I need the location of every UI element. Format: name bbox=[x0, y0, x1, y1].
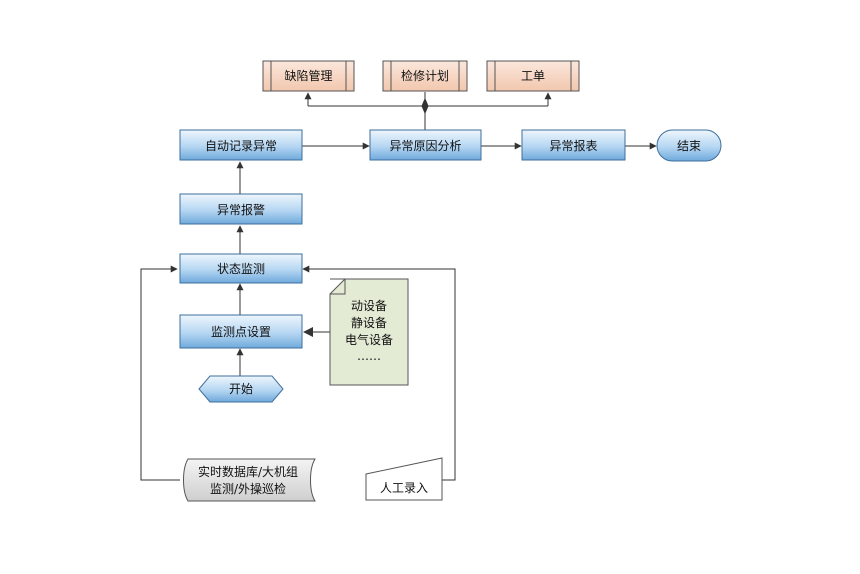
realtime-database-line2: 监测/外操巡检 bbox=[210, 481, 286, 496]
cause-analysis-box: 异常原因分析 bbox=[369, 129, 482, 161]
monitor-point-setup-box: 监测点设置 bbox=[179, 314, 303, 349]
work-order-box: 工单 bbox=[486, 60, 580, 92]
manual-entry-label: 人工录入 bbox=[380, 481, 428, 495]
defect-management-label: 缺陷管理 bbox=[284, 68, 332, 83]
status-monitor-box: 状态监测 bbox=[179, 253, 303, 284]
anomaly-report-box: 异常报表 bbox=[521, 129, 626, 161]
end-terminator: 结束 bbox=[656, 129, 722, 162]
maintenance-plan-box: 检修计划 bbox=[382, 60, 468, 92]
note-line-ellipsis: …… bbox=[357, 349, 381, 363]
note-line-static-equipment: 静设备 bbox=[351, 316, 387, 330]
arrow-manual-to-monitor bbox=[302, 265, 456, 481]
cause-analysis-label: 异常原因分析 bbox=[389, 139, 461, 153]
maintenance-plan-label: 检修计划 bbox=[401, 68, 449, 83]
defect-management-box: 缺陷管理 bbox=[262, 60, 355, 92]
start-label: 开始 bbox=[229, 382, 253, 396]
equipment-note: 动设备 静设备 电气设备 …… bbox=[329, 278, 409, 386]
manual-entry-shape: 人工录入 bbox=[365, 457, 443, 501]
note-line-electrical-equipment: 电气设备 bbox=[345, 332, 393, 347]
end-label: 结束 bbox=[677, 139, 701, 153]
anomaly-report-label: 异常报表 bbox=[549, 138, 597, 153]
realtime-database-line1: 实时数据库/大机组 bbox=[198, 464, 298, 479]
status-monitor-label: 状态监测 bbox=[217, 262, 265, 276]
arrow-realtime-to-monitor bbox=[140, 265, 180, 481]
auto-record-box: 自动记录异常 bbox=[179, 129, 303, 161]
alarm-box: 异常报警 bbox=[179, 193, 303, 225]
work-order-label: 工单 bbox=[521, 69, 545, 83]
realtime-database-shape: 实时数据库/大机组 监测/外操巡检 bbox=[183, 458, 316, 502]
alarm-label: 异常报警 bbox=[217, 202, 265, 217]
connectors bbox=[140, 92, 657, 481]
auto-record-label: 自动记录异常 bbox=[205, 139, 277, 153]
note-line-dynamic-equipment: 动设备 bbox=[351, 299, 387, 313]
monitor-point-setup-label: 监测点设置 bbox=[211, 325, 271, 339]
start-preparation-shape: 开始 bbox=[198, 375, 284, 403]
